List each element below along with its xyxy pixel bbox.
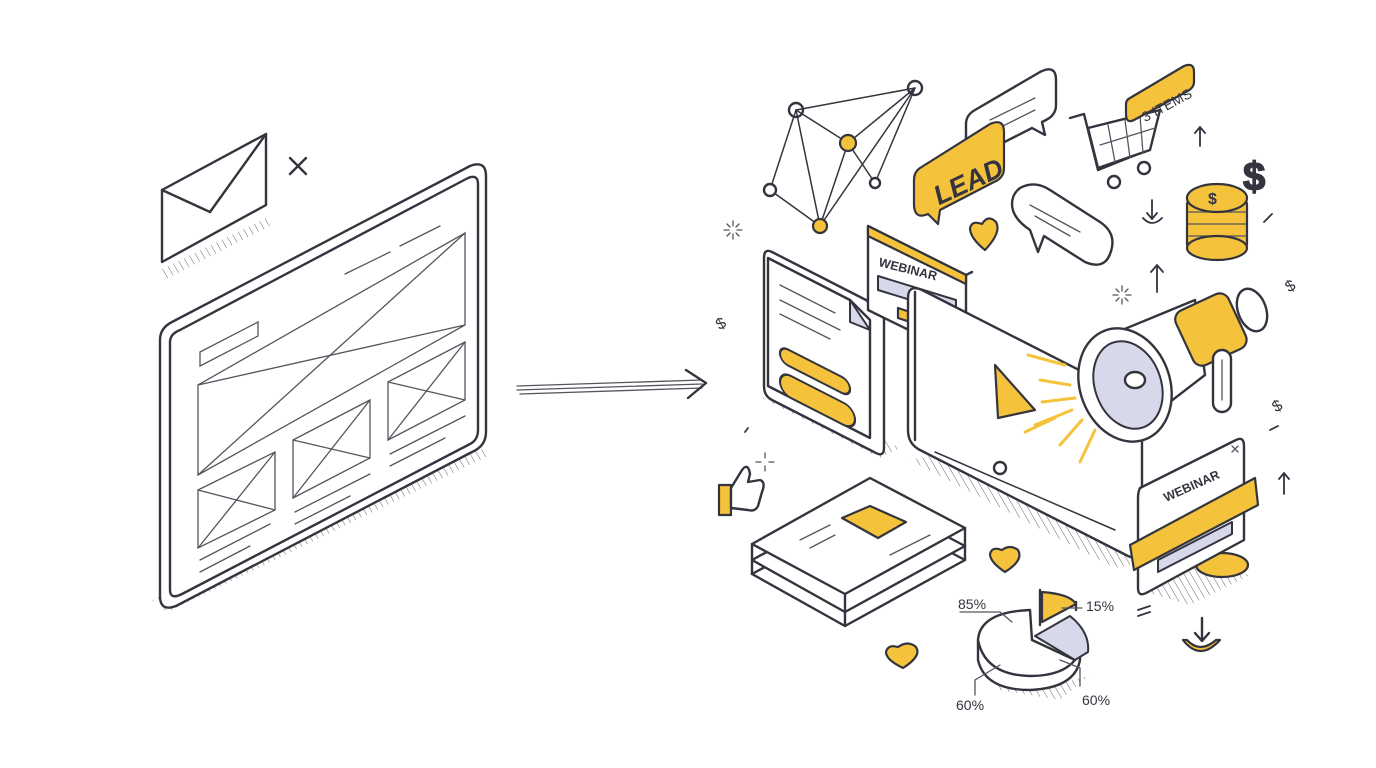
wireframe-tablet bbox=[152, 163, 490, 612]
arrow-up-icon bbox=[1194, 126, 1206, 147]
sound-waves bbox=[1023, 353, 1097, 464]
close-icon bbox=[288, 156, 308, 176]
empty-chat-bubble-icon bbox=[1010, 183, 1114, 266]
coin-dollar-icon: $ bbox=[1208, 191, 1217, 208]
dollar-sign-icon: $ bbox=[1243, 155, 1265, 199]
decorative-arrows bbox=[744, 126, 1290, 617]
lead-bubble: LEAD bbox=[912, 121, 1008, 226]
thumbs-up-icon bbox=[717, 465, 765, 517]
webinar-card-bottom: WEBINAR bbox=[1128, 437, 1260, 605]
megaphone-icon bbox=[1077, 287, 1269, 443]
document-icon bbox=[762, 249, 900, 458]
arrow-up-icon bbox=[1278, 472, 1290, 495]
dollar-icon: $ bbox=[1269, 397, 1285, 416]
arrow-up-icon bbox=[1150, 264, 1164, 293]
play-icon bbox=[993, 363, 1037, 420]
coin-stack-icon: $ $ bbox=[1185, 154, 1266, 262]
dollar-icon: $ bbox=[713, 315, 729, 334]
pie-chart: 85% 15% 60% 60% bbox=[956, 588, 1114, 713]
heart-icon bbox=[988, 545, 1021, 574]
dollar-icon: $ bbox=[1282, 277, 1298, 296]
book-stack-icon bbox=[750, 476, 967, 628]
pie-label-60-left: 60% bbox=[956, 697, 984, 713]
transition-arrow-icon bbox=[516, 368, 708, 400]
sparkle-icon bbox=[723, 220, 1132, 472]
pie-label-85: 85% bbox=[958, 596, 986, 612]
video-progress-knob bbox=[992, 460, 1008, 476]
download-icon bbox=[1142, 199, 1163, 224]
download-tray-icon bbox=[1181, 616, 1222, 653]
envelope-icon bbox=[160, 132, 270, 280]
pie-label-15: 15% bbox=[1086, 598, 1114, 614]
network-graph-icon bbox=[762, 79, 924, 235]
heart-icon bbox=[968, 217, 999, 252]
close-icon bbox=[1231, 445, 1239, 453]
heart-icon bbox=[884, 642, 919, 670]
cart-items-badge: 3 ITEMS bbox=[1124, 63, 1196, 125]
pie-label-60-right: 60% bbox=[1082, 692, 1110, 708]
